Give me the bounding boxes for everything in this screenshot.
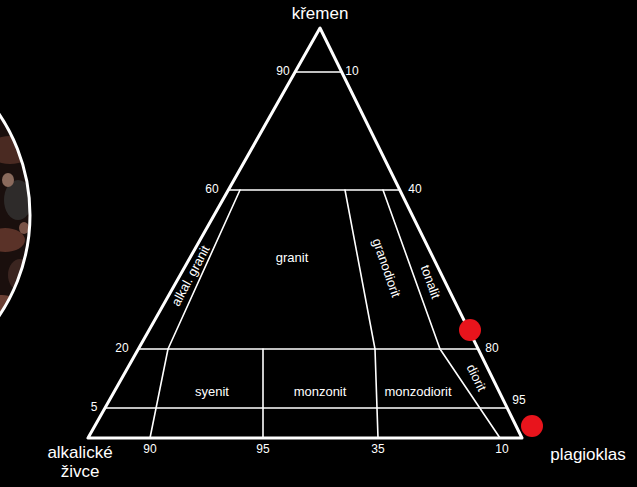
axis-number: 95 [512, 394, 525, 407]
axis-number: 40 [408, 183, 421, 196]
axis-number: 20 [115, 342, 128, 355]
field-lines [88, 28, 522, 438]
axis-number: 95 [256, 443, 269, 456]
axis-number: 80 [485, 342, 498, 355]
corner-label: alkalické živce [34, 444, 126, 481]
axis-number: 90 [143, 443, 156, 456]
field-label: alkal. granit [169, 243, 213, 308]
axis-number: 35 [371, 443, 384, 456]
axis-number: 5 [91, 401, 98, 414]
field-label: tonalit [417, 263, 442, 301]
axis-number: 10 [345, 65, 358, 78]
rock-photo [0, 30, 40, 410]
corner-label: křemen [292, 5, 349, 24]
sample-dot [459, 319, 481, 341]
field-label: syenit [195, 385, 229, 399]
axis-number: 90 [276, 65, 289, 78]
sample-dot [521, 415, 543, 437]
field-label: monzonit [294, 385, 347, 399]
field-label: monzodiorit [384, 385, 451, 399]
field-label: diorit [463, 362, 488, 394]
corner-label: plagioklas [550, 446, 626, 465]
axis-number: 10 [495, 443, 508, 456]
field-label: granodiorit [369, 237, 403, 300]
photo-frame [0, 35, 30, 395]
axis-number: 60 [205, 183, 218, 196]
field-label: granit [276, 251, 309, 265]
